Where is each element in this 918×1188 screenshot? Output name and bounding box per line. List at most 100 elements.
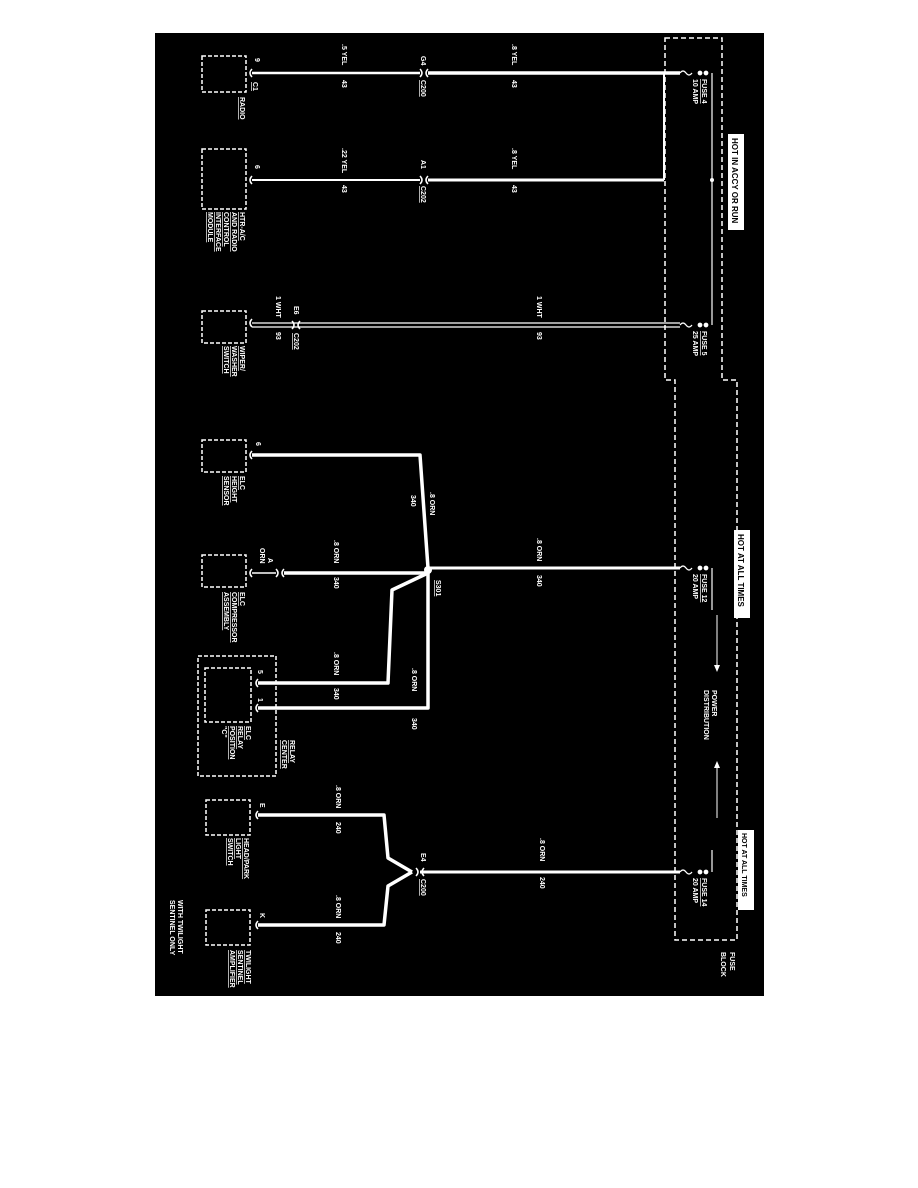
bus-junction — [710, 178, 714, 182]
wire-label-radio-left-bot: 43 — [340, 80, 347, 88]
fuse12-rating: 20 AMP — [691, 574, 698, 599]
fuse14-name: FUSE 14 — [700, 878, 707, 907]
htr-label-4: INTERFACE — [214, 212, 221, 252]
wiper-box — [201, 310, 247, 344]
wire-label-comp-top: .8 ORN — [332, 540, 339, 563]
fuse5-name: FUSE 5 — [700, 331, 707, 356]
comp-box — [201, 554, 247, 588]
comp-wire: ORN — [258, 548, 265, 564]
wire-label-fuse12-top: .8 ORN — [535, 538, 542, 561]
hot-all-times-label-2: HOT AT ALL TIMES — [740, 833, 747, 897]
fuse12-name: FUSE 12 — [700, 574, 707, 603]
htr-pin: 6 — [253, 165, 260, 169]
relay-label-4: "C" — [220, 726, 227, 738]
connector-e6-pin: E6 — [292, 306, 299, 315]
comp-label-1: ELC — [238, 592, 245, 606]
wire-label-fuse14-top: .8 ORN — [538, 838, 545, 861]
relay-label-2: RELAY — [236, 726, 243, 749]
radio-pin: 9 — [253, 58, 260, 62]
connector-e6-name: C202 — [292, 333, 299, 350]
wire-label-htr-right-top: .8 YEL — [510, 148, 517, 170]
hot-all-times-label-1: HOT AT ALL TIMES — [736, 534, 745, 608]
fuse-block-outline — [664, 37, 738, 941]
wire-label-wiper-main-top: 1 WHT — [535, 296, 542, 319]
connector-a1-pin: A1 — [419, 160, 426, 169]
diagram-background — [155, 33, 764, 996]
relay-label-3: POSITION — [228, 726, 235, 759]
wiper-label-2: WASHER — [230, 346, 237, 377]
radio-box — [201, 55, 247, 93]
wire-label-height-top: .8 ORN — [428, 492, 435, 515]
relay-pin-1: 1 — [256, 698, 263, 702]
height-label-2: HEIGHT — [230, 476, 237, 503]
wire-label-htr-left-bot: 43 — [340, 185, 347, 193]
relay-center-box — [197, 655, 277, 777]
htr-label-1: HTR-A/C — [238, 212, 245, 241]
wire-label-radio-right-top: .8 YEL — [510, 44, 517, 66]
fuse4-name: FUSE 4 — [700, 79, 707, 104]
wire-label-htr-right-bot: 43 — [510, 185, 517, 193]
splice-s301 — [424, 566, 432, 574]
relay-label-1: ELC — [244, 726, 251, 740]
wire-to-relay-5 — [258, 571, 429, 685]
connector-g4-name: C200 — [419, 80, 426, 97]
connector-symbols — [275, 68, 429, 877]
fuse-block-label-1: FUSE — [728, 952, 735, 971]
wiper-label-3: SWITCH — [222, 346, 229, 374]
wire-label-relay5-top: .8 ORN — [332, 652, 339, 675]
wire-label-height-bot: 340 — [409, 495, 416, 507]
connector-a1-name: C202 — [419, 186, 426, 203]
fuse-labels: FUSE 4 10 AMP FUSE 5 25 AMP FUSE 12 20 A… — [691, 79, 707, 907]
wire-to-height-sensor — [252, 453, 430, 569]
fuse-symbols — [679, 70, 709, 875]
wire-label-radio-left-top: .5 YEL — [340, 44, 347, 66]
hot-all-times-box-1 — [734, 530, 750, 618]
htr-label-2: AND RADIO — [230, 212, 237, 252]
wire-label-htr-left-top: .22 YEL — [340, 148, 347, 174]
headpark-box — [205, 799, 251, 836]
wire-to-relay-1 — [258, 573, 430, 710]
arrow-head-up — [714, 761, 720, 768]
wire-label-headpark-bot: 240 — [334, 822, 341, 834]
wire-label-relay1-top: .8 ORN — [410, 668, 417, 691]
wire-label-relay5-bot: 340 — [332, 688, 339, 700]
comp-label-3: ASSEMBLY — [222, 592, 229, 631]
wire-label-comp-bot: 340 — [332, 577, 339, 589]
comp-pin: A — [266, 558, 273, 563]
wire-labels: .8 YEL 43 .5 YEL 43 .8 YEL 43 .22 YEL 43… — [332, 44, 545, 944]
twilight-note-1: WITH TWILIGHT — [176, 900, 183, 954]
twilight-note-2: SENTINEL ONLY — [168, 900, 175, 956]
connector-e4-pin: E4 — [419, 853, 426, 862]
hot-accy-run-box — [728, 134, 744, 230]
htr-box — [201, 148, 247, 210]
power-distribution-label-1: POWER — [710, 690, 717, 716]
fuse-block-label-2: BLOCK — [719, 952, 726, 977]
headpark-pin: E — [258, 803, 265, 808]
twilight-label-1: TWILIGHT — [244, 950, 251, 985]
radio-connector: C1 — [251, 82, 258, 91]
wire-label-wiper-main-bot: 93 — [535, 332, 542, 340]
headpark-label-2: LIGHT — [234, 838, 241, 860]
wiper-wire-top: 1 WHT — [274, 296, 281, 319]
wiper-label-1: WIPER/ — [238, 346, 245, 371]
power-distribution-label-2: DISTRIBUTION — [702, 690, 709, 740]
connector-e4-name: C200 — [419, 879, 426, 896]
relay-box — [204, 667, 252, 723]
component-boxes — [197, 55, 277, 946]
hot-accy-run-label: HOT IN ACCY OR RUN — [730, 138, 739, 224]
height-label-1: ELC — [238, 476, 245, 490]
connector-labels: G4 C200 A1 C202 E6 C202 E4 C200 S301 — [292, 56, 441, 896]
htr-label-3: CONTROL — [222, 212, 229, 247]
pin-terminals — [249, 68, 259, 930]
htr-label-5: MODULE — [206, 212, 213, 243]
splice-s301-label: S301 — [434, 580, 441, 596]
hot-all-times-box-2 — [738, 830, 754, 910]
wire-label-twilight-bot: 240 — [334, 932, 341, 944]
wiper-wire-bot: 93 — [274, 332, 281, 340]
height-pin: 6 — [254, 442, 261, 446]
relay-center-label-2: CENTER — [280, 740, 287, 769]
wire-label-fuse12-bot: 340 — [535, 575, 542, 587]
twilight-box — [205, 909, 251, 946]
arrow-head-down — [714, 665, 720, 672]
